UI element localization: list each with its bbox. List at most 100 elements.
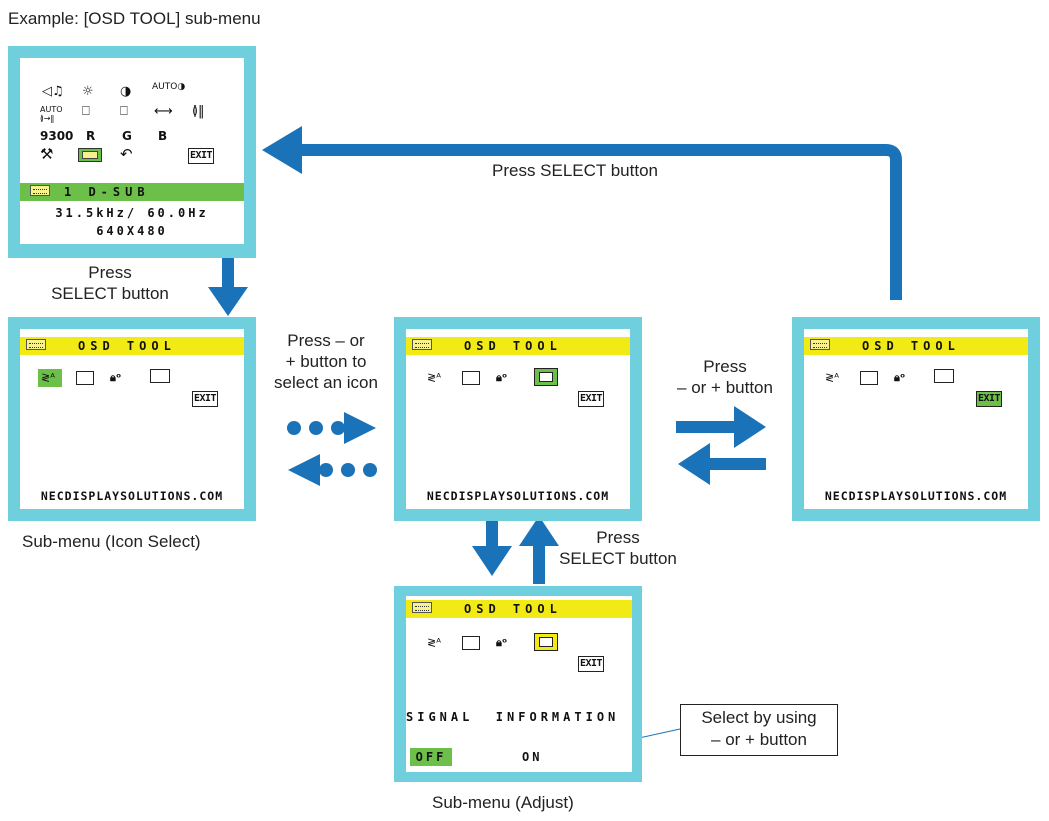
contrast-icon[interactable]: ◑ (120, 84, 132, 99)
osd-tool-icon-selected[interactable] (78, 148, 102, 162)
right-arrow-shaft (676, 421, 736, 433)
example-title: Example: [OSD TOOL] sub-menu (8, 9, 261, 28)
language-icon[interactable]: ≷ᴬ (38, 369, 62, 387)
timer-icon[interactable] (860, 371, 878, 385)
caption-line: + button to (285, 352, 367, 371)
auto-contrast-icon[interactable]: AUTO◑ (152, 82, 186, 92)
osd-title: OSD TOOL (464, 339, 562, 353)
main-menu-screen: ◁♫ ☼ ◑ AUTO◑ AUTO ≬→‖ ⎕ ⎕ ⟷ ≬‖ 9300 R G … (20, 58, 244, 244)
adjust-caption: Sub-menu (Adjust) (432, 793, 574, 812)
exit-icon-selected[interactable]: EXIT (976, 391, 1003, 407)
timer-icon[interactable] (462, 636, 480, 650)
on-option[interactable]: ON (522, 750, 543, 764)
top-arrow-head (262, 126, 302, 174)
exit-icon[interactable]: EXIT (188, 148, 215, 164)
exit-icon[interactable]: EXIT (578, 656, 605, 672)
down-arrow-head (208, 287, 248, 316)
green-icon[interactable]: G (122, 129, 132, 143)
input-source: 1 D-SUB (64, 185, 150, 199)
brightness-icon[interactable]: ☼ (82, 84, 94, 99)
info-icon[interactable] (150, 369, 170, 383)
reset-icon[interactable]: ↶ (120, 145, 133, 163)
dot-l3 (363, 463, 377, 477)
auto-adjust-icon[interactable]: AUTO ≬→‖ (40, 105, 63, 123)
info-icon-adjust[interactable] (534, 633, 558, 651)
caption-line: SELECT button (51, 284, 169, 303)
caption-line: select an icon (274, 373, 378, 392)
tool-icon[interactable]: ⚒ (40, 145, 54, 163)
frequency-readout: 31.5kHz/ 60.0Hz (55, 206, 209, 220)
dot-l1 (319, 463, 333, 477)
osd-title: OSD TOOL (862, 339, 960, 353)
fine-icon[interactable]: ≬‖ (192, 104, 205, 119)
red-icon[interactable]: R (86, 129, 96, 143)
h-size-icon[interactable]: ⟷ (154, 104, 173, 119)
caption-line: SELECT button (559, 549, 677, 568)
caption-line: Press (88, 263, 132, 282)
center-monitor: OSD TOOL ≷ᴬ 🔒︎ᵒ EXIT NECDISPLAYSOLUTIONS… (394, 317, 642, 521)
caption-line: Press – or (287, 331, 365, 350)
lock-icon[interactable]: 🔒︎ᵒ (496, 636, 518, 650)
keyboard-icon (412, 602, 432, 613)
keyboard-icon (412, 339, 432, 350)
press-select-caption-bottom: Press SELECT button (548, 527, 688, 569)
left-arrow-shaft (708, 458, 766, 470)
osd-title: OSD TOOL (464, 602, 562, 616)
lock-icon[interactable]: 🔒︎ᵒ (110, 371, 132, 385)
lock-icon[interactable]: 🔒︎ᵒ (894, 371, 916, 385)
top-return-arrow (290, 144, 902, 300)
left-arrow-head (678, 443, 710, 485)
press-select-caption-left: Press SELECT button (28, 262, 192, 304)
caption-line: Press (703, 357, 747, 376)
dotted-right-head (344, 412, 376, 444)
up2-shaft (533, 546, 545, 584)
signal-information-label: SIGNAL INFORMATION (406, 710, 620, 724)
resolution-readout: 640X480 (96, 224, 168, 238)
adjust-monitor: OSD TOOL ≷ᴬ 🔒︎ᵒ EXIT SIGNAL INFORMATION … (394, 586, 642, 782)
v-position-icon[interactable]: ⎕ (120, 104, 128, 119)
icon-select-screen: OSD TOOL ≷ᴬ 🔒︎ᵒ EXIT NECDISPLAYSOLUTIONS… (20, 329, 244, 509)
adjust-screen: OSD TOOL ≷ᴬ 🔒︎ᵒ EXIT SIGNAL INFORMATION … (406, 596, 632, 772)
osd-title: OSD TOOL (78, 339, 176, 353)
press-select-caption-top: Press SELECT button (492, 161, 658, 180)
keyboard-icon (26, 339, 46, 350)
press-minus-plus-caption: Press – or + button (660, 356, 790, 398)
input-status-bar: 1 D-SUB (20, 183, 244, 201)
volume-icon[interactable]: ◁♫ (42, 84, 64, 99)
blue-icon[interactable]: B (158, 129, 168, 143)
color-temp-9300[interactable]: 9300 (40, 129, 74, 143)
callout-line: – or + button (711, 730, 807, 749)
off-option[interactable]: OFF (410, 748, 452, 766)
h-position-icon[interactable]: ⎕ (82, 104, 90, 119)
exit-icon[interactable]: EXIT (192, 391, 219, 407)
dotted-left-head (288, 454, 320, 486)
callout-line: Select by using (701, 708, 817, 727)
dot-r3 (331, 421, 345, 435)
info-icon-selected[interactable] (534, 368, 558, 386)
caption-line: Press (596, 528, 640, 547)
language-icon[interactable]: ≷ᴬ (822, 369, 846, 387)
info-icon[interactable] (934, 369, 954, 383)
down2-shaft (486, 512, 498, 548)
callout-box: Select by using – or + button (680, 704, 838, 756)
keyboard-icon (810, 339, 830, 350)
footer-url: NECDISPLAYSOLUTIONS.COM (426, 489, 610, 503)
footer-url: NECDISPLAYSOLUTIONS.COM (40, 489, 224, 503)
right-monitor: OSD TOOL ≷ᴬ 🔒︎ᵒ EXIT NECDISPLAYSOLUTIONS… (792, 317, 1040, 521)
up2-head (519, 516, 559, 546)
icon-select-caption: Sub-menu (Icon Select) (22, 532, 201, 551)
info-icon (539, 637, 553, 647)
dot-r2 (309, 421, 323, 435)
footer-url: NECDISPLAYSOLUTIONS.COM (824, 489, 1008, 503)
timer-icon[interactable] (462, 371, 480, 385)
exit-icon[interactable]: EXIT (578, 391, 605, 407)
down2-head (472, 546, 512, 576)
press-minus-plus-icon-caption: Press – or + button to select an icon (256, 330, 396, 393)
language-icon[interactable]: ≷ᴬ (424, 369, 448, 387)
osd-title-bar: OSD TOOL (804, 337, 1028, 355)
down-arrow-shaft (222, 252, 234, 288)
language-icon[interactable]: ≷ᴬ (424, 634, 448, 652)
timer-icon[interactable] (76, 371, 94, 385)
lock-icon[interactable]: 🔒︎ᵒ (496, 371, 518, 385)
